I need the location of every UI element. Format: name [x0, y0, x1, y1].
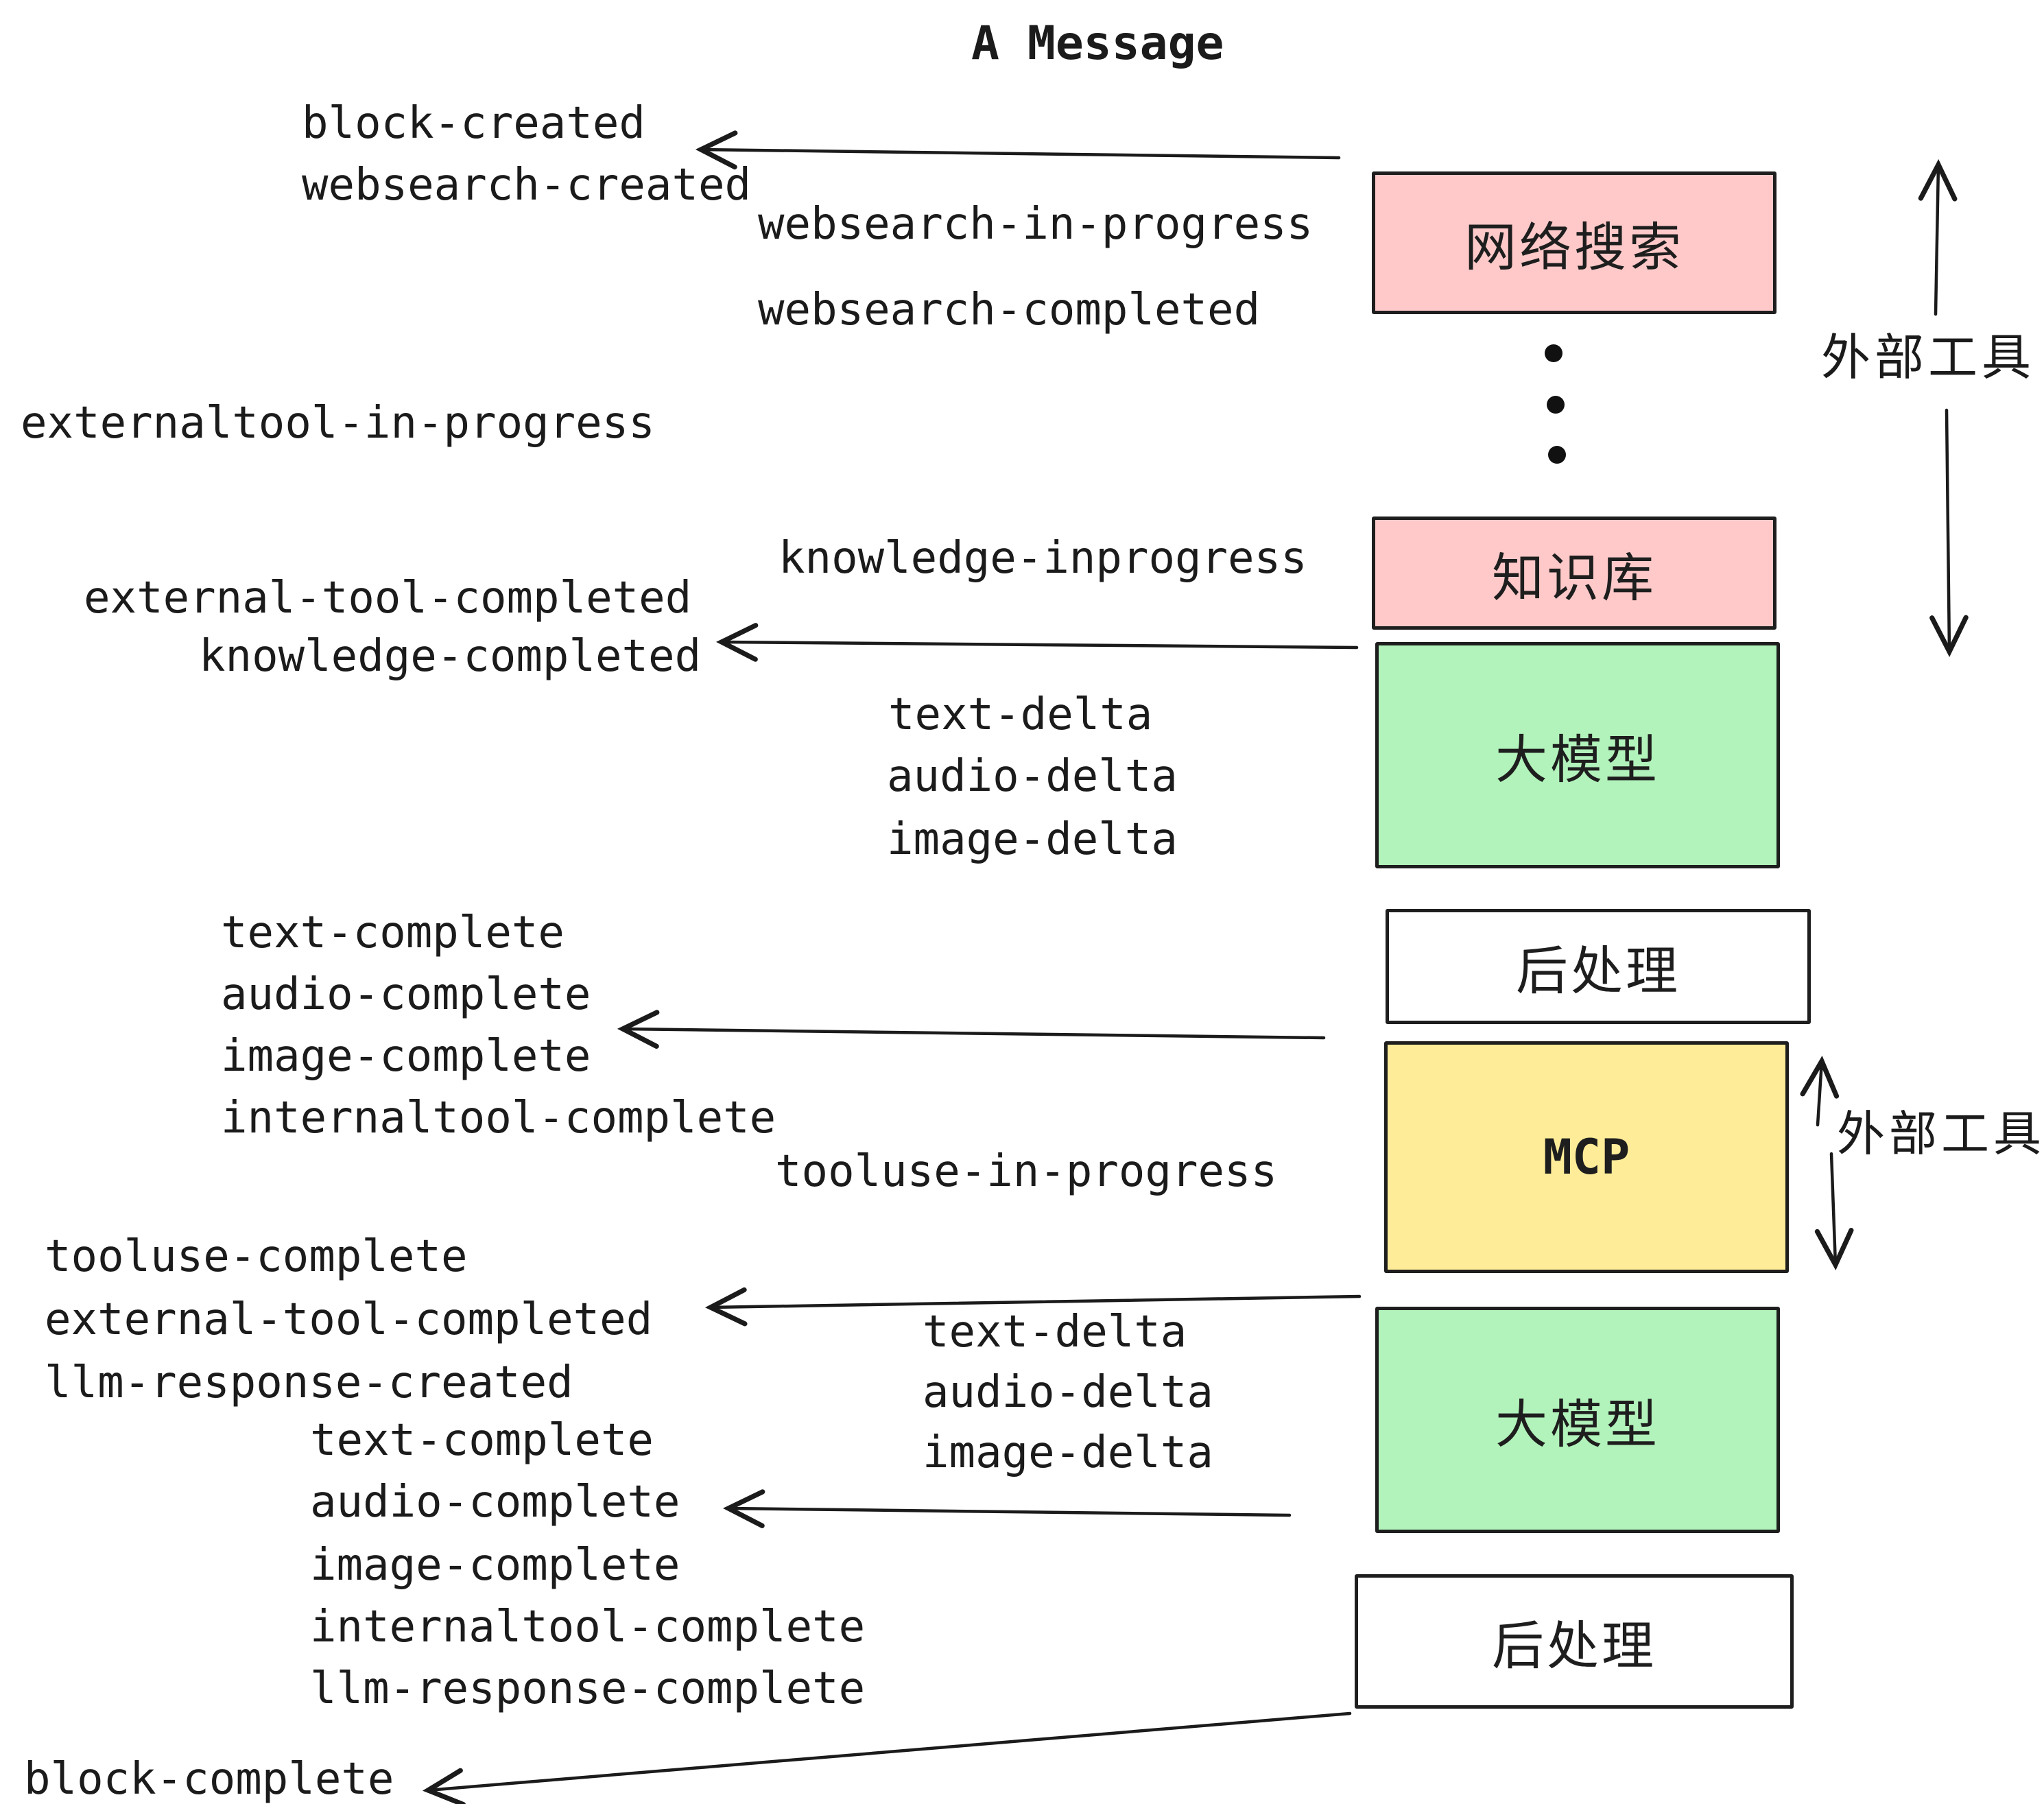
event-llm-response-complete: llm-response-complete: [310, 1663, 866, 1714]
event-text-delta-2: text-delta: [923, 1307, 1187, 1357]
ellipsis-dot: [1545, 344, 1562, 362]
event-text-delta: text-delta: [888, 689, 1153, 740]
event-external-tool-completed-2: external-tool-completed: [45, 1294, 653, 1345]
event-audio-delta: audio-delta: [887, 751, 1178, 802]
box-mcp: MCP: [1384, 1041, 1789, 1273]
event-image-delta-2: image-delta: [923, 1427, 1213, 1478]
event-knowledge-completed: knowledge-completed: [199, 631, 702, 682]
ellipsis-dot: [1548, 446, 1566, 464]
box-llm-2: 大模型: [1375, 1307, 1780, 1533]
event-image-complete: image-complete: [221, 1031, 591, 1082]
external-tools-arrow-down-2: [1814, 1152, 1854, 1271]
event-externaltool-in-progress: externaltool-in-progress: [21, 398, 655, 449]
event-text-complete-2: text-complete: [310, 1415, 654, 1466]
event-websearch-in-progress: websearch-in-progress: [758, 199, 1314, 250]
event-knowledge-inprogress: knowledge-inprogress: [779, 533, 1307, 584]
box-mcp-label: MCP: [1543, 1129, 1630, 1185]
box-postprocess-2-label: 后处理: [1492, 1617, 1656, 1676]
external-tools-annotation-2: 外部工具: [1837, 1107, 2044, 1161]
event-internaltool-complete-2: internaltool-complete: [310, 1602, 866, 1652]
event-internaltool-complete: internaltool-complete: [221, 1093, 776, 1143]
ellipsis-dot: [1547, 396, 1565, 414]
arrow-internal-complete: [617, 1010, 1326, 1049]
event-tooluse-in-progress: tooluse-in-progress: [775, 1146, 1278, 1197]
arrow-llm2-complete: [722, 1489, 1292, 1528]
arrow-tooluse-complete: [704, 1287, 1362, 1327]
box-llm-1-label: 大模型: [1495, 731, 1660, 790]
arrow-knowledge-completed: [715, 623, 1359, 662]
diagram-title: A Message: [971, 16, 1224, 71]
external-tools-arrow-up-2: [1800, 1055, 1840, 1127]
box-knowledge-label: 知识库: [1492, 549, 1656, 608]
box-knowledge: 知识库: [1372, 517, 1776, 630]
event-block-complete: block-complete: [24, 1754, 394, 1804]
external-tools-annotation-1: 外部工具: [1821, 331, 2036, 385]
event-text-complete: text-complete: [221, 907, 565, 958]
event-audio-complete: audio-complete: [221, 969, 591, 1020]
event-external-tool-completed: external-tool-completed: [84, 573, 692, 624]
event-block-created: block-created: [302, 98, 645, 149]
external-tools-arrow-up-1: [1918, 158, 1958, 316]
event-audio-delta-2: audio-delta: [923, 1367, 1213, 1418]
box-llm-1: 大模型: [1375, 642, 1780, 868]
box-websearch-label: 网络搜索: [1464, 219, 1684, 277]
event-audio-complete-2: audio-complete: [310, 1477, 680, 1528]
event-image-complete-2: image-complete: [310, 1540, 680, 1591]
event-websearch-completed: websearch-completed: [758, 285, 1261, 335]
event-websearch-created: websearch-created: [302, 160, 752, 211]
arrow-websearch-created: [695, 130, 1341, 169]
box-llm-2-label: 大模型: [1495, 1396, 1660, 1454]
box-websearch: 网络搜索: [1372, 171, 1776, 314]
event-llm-response-created: llm-response-created: [45, 1357, 573, 1408]
external-tools-arrow-down-1: [1929, 408, 1969, 658]
event-image-delta: image-delta: [887, 814, 1178, 865]
event-tooluse-complete: tooluse-complete: [45, 1231, 468, 1282]
box-postprocess-1-label: 后处理: [1516, 942, 1680, 1001]
arrow-block-complete: [422, 1711, 1352, 1804]
box-postprocess-1: 后处理: [1386, 909, 1811, 1024]
box-postprocess-2: 后处理: [1355, 1574, 1794, 1709]
